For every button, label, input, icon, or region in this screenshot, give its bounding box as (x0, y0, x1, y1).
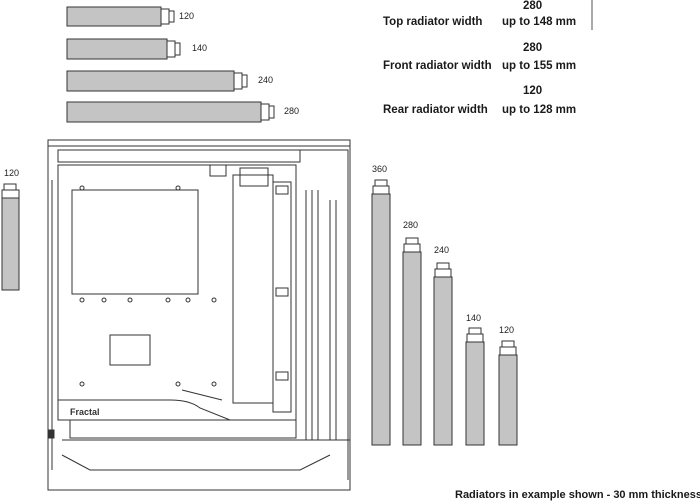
spec-rear-value: up to 128 mm (502, 104, 577, 116)
front-radiator-240 (433, 262, 453, 446)
pc-case (47, 139, 351, 491)
front-radiator-140 (465, 327, 485, 446)
spec-front-size: 280 (523, 42, 543, 54)
front-radiator-120 (498, 340, 518, 446)
front-radiator-140-label: 140 (466, 313, 482, 323)
front-radiators (371, 179, 518, 446)
case-brand-logo: Fractal (70, 407, 100, 417)
spec-rear-name: Rear radiator width (383, 104, 488, 116)
spec-front-value: up to 155 mm (502, 60, 577, 72)
top-radiator-280-label: 280 (284, 106, 300, 116)
top-radiator-120-label: 120 (179, 11, 195, 21)
top-radiator-240 (66, 70, 248, 92)
front-radiator-280 (402, 237, 422, 446)
rear-radiator-label: 120 (4, 168, 20, 178)
front-radiator-280-label: 280 (403, 220, 419, 230)
spec-top-value: up to 148 mm (502, 16, 577, 28)
front-radiator-360 (371, 179, 391, 446)
top-radiator-140 (66, 38, 181, 60)
front-radiator-360-label: 360 (372, 164, 388, 174)
front-radiator-240-label: 240 (434, 245, 450, 255)
spec-front-name: Front radiator width (383, 60, 492, 72)
footnote: Radiators in example shown - 30 mm thick… (455, 489, 700, 501)
front-radiator-120-label: 120 (499, 325, 515, 335)
rear-radiator-120 (1, 183, 20, 291)
top-radiator-120 (66, 6, 175, 27)
top-radiator-280 (66, 101, 275, 123)
spec-top-name: Top radiator width (383, 16, 483, 28)
spec-top-size: 280 (523, 0, 543, 12)
spec-rear-size: 120 (523, 85, 543, 97)
top-radiator-140-label: 140 (192, 43, 208, 53)
top-radiator-240-label: 240 (258, 75, 274, 85)
